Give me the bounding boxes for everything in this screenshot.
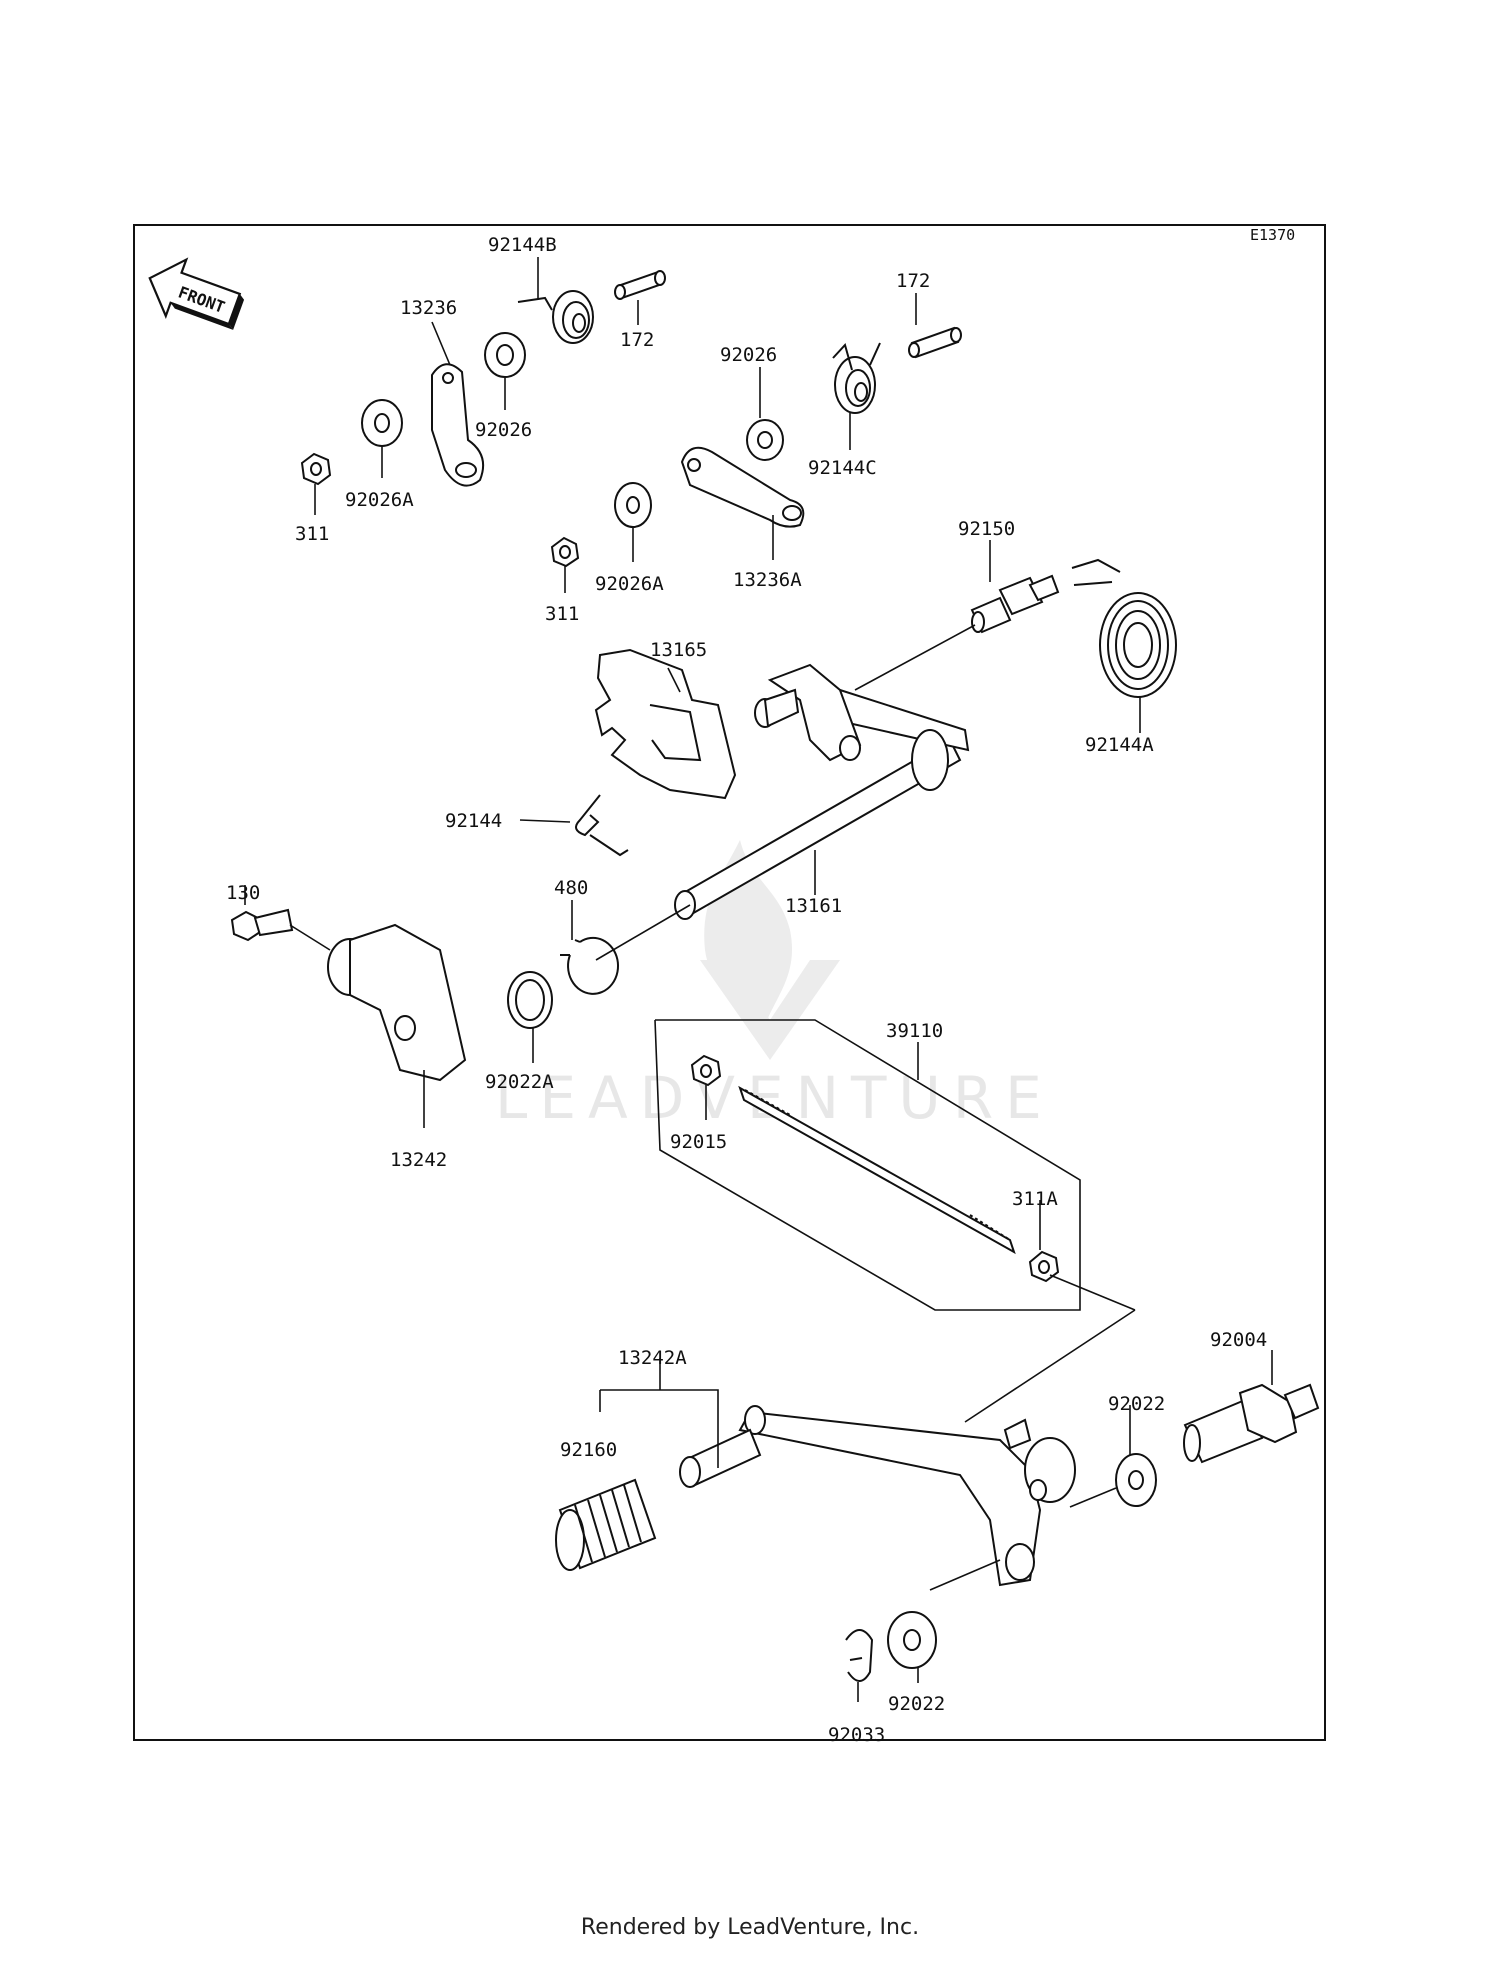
shaft-13161: [674, 663, 970, 920]
label-92015[interactable]: 92015: [670, 1131, 727, 1153]
label-92150[interactable]: 92150: [958, 518, 1015, 540]
washer-92026A-b: [614, 482, 652, 528]
label-92144[interactable]: 92144: [445, 810, 502, 832]
watermark-text: LEADVENTURE: [495, 1064, 1054, 1132]
tie-rod-group-39110: [654, 1019, 1081, 1311]
label-130[interactable]: 130: [226, 882, 260, 904]
eclip-92033: [845, 1629, 874, 1682]
label-13236[interactable]: 13236: [400, 297, 457, 319]
washer-92026-b: [746, 419, 784, 461]
bolt-130: [230, 908, 294, 942]
rod-39110: [738, 1085, 1016, 1255]
washer-92022-b: [887, 1611, 937, 1669]
label-480[interactable]: 480: [554, 877, 588, 899]
watermark: LEADVENTURE: [495, 840, 1054, 1132]
label-92033[interactable]: 92033: [828, 1724, 885, 1746]
spring-92144B: [517, 290, 594, 344]
label-92160[interactable]: 92160: [560, 1439, 617, 1461]
bolt-92004: [1183, 1383, 1320, 1464]
footer-credit: Rendered by LeadVenture, Inc.: [580, 1915, 920, 1940]
label-92026A-a[interactable]: 92026A: [345, 489, 414, 511]
plate-13165: [594, 648, 737, 800]
bolt-92150: [970, 574, 1060, 634]
label-13242[interactable]: 13242: [390, 1149, 447, 1171]
nut-311-b: [550, 536, 580, 568]
label-92144C[interactable]: 92144C: [808, 457, 877, 479]
leader-lines: [244, 257, 1273, 1702]
label-92026A-b[interactable]: 92026A: [595, 573, 664, 595]
label-92026-b[interactable]: 92026: [720, 344, 777, 366]
diagram-frame: [133, 224, 1326, 1741]
label-92144B[interactable]: 92144B: [488, 234, 557, 256]
diagram-code: E1370: [1250, 226, 1295, 244]
nut-311-a: [300, 452, 332, 486]
label-311-a[interactable]: 311: [295, 523, 329, 545]
label-92022-b[interactable]: 92022: [888, 1693, 945, 1715]
label-13161[interactable]: 13161: [785, 895, 842, 917]
label-311-b[interactable]: 311: [545, 603, 579, 625]
nut-92015: [690, 1054, 722, 1087]
nut-311A: [1028, 1250, 1060, 1283]
rubber-92160: [555, 1478, 657, 1571]
arm-13236: [431, 363, 484, 487]
label-172-a[interactable]: 172: [620, 329, 654, 351]
label-92022A[interactable]: 92022A: [485, 1071, 554, 1093]
label-39110[interactable]: 39110: [886, 1020, 943, 1042]
spring-92144: [575, 794, 629, 857]
label-92004[interactable]: 92004: [1210, 1329, 1267, 1351]
label-311A[interactable]: 311A: [1012, 1188, 1058, 1210]
spring-92144C: [832, 342, 881, 414]
label-13165[interactable]: 13165: [650, 639, 707, 661]
pin-172-a: [614, 270, 666, 300]
front-arrow-icon: FRONT: [148, 257, 245, 330]
label-92144A[interactable]: 92144A: [1085, 734, 1154, 756]
label-13236A[interactable]: 13236A: [733, 569, 802, 591]
circlip-480: [560, 936, 619, 995]
washer-92022A: [507, 971, 553, 1029]
label-172-b[interactable]: 172: [896, 270, 930, 292]
label-92022-a[interactable]: 92022: [1108, 1393, 1165, 1415]
label-13242A[interactable]: 13242A: [618, 1347, 687, 1369]
spring-92144A: [1071, 558, 1177, 698]
pin-172-b: [908, 326, 962, 359]
washer-92022-a: [1115, 1453, 1157, 1507]
label-92026-a[interactable]: 92026: [475, 419, 532, 441]
joint-13242: [327, 923, 467, 1082]
pedal-13242A: [679, 1405, 1076, 1587]
washer-92026-a: [484, 332, 526, 378]
washer-92026A-a: [361, 399, 403, 447]
arm-13236A: [680, 446, 805, 528]
